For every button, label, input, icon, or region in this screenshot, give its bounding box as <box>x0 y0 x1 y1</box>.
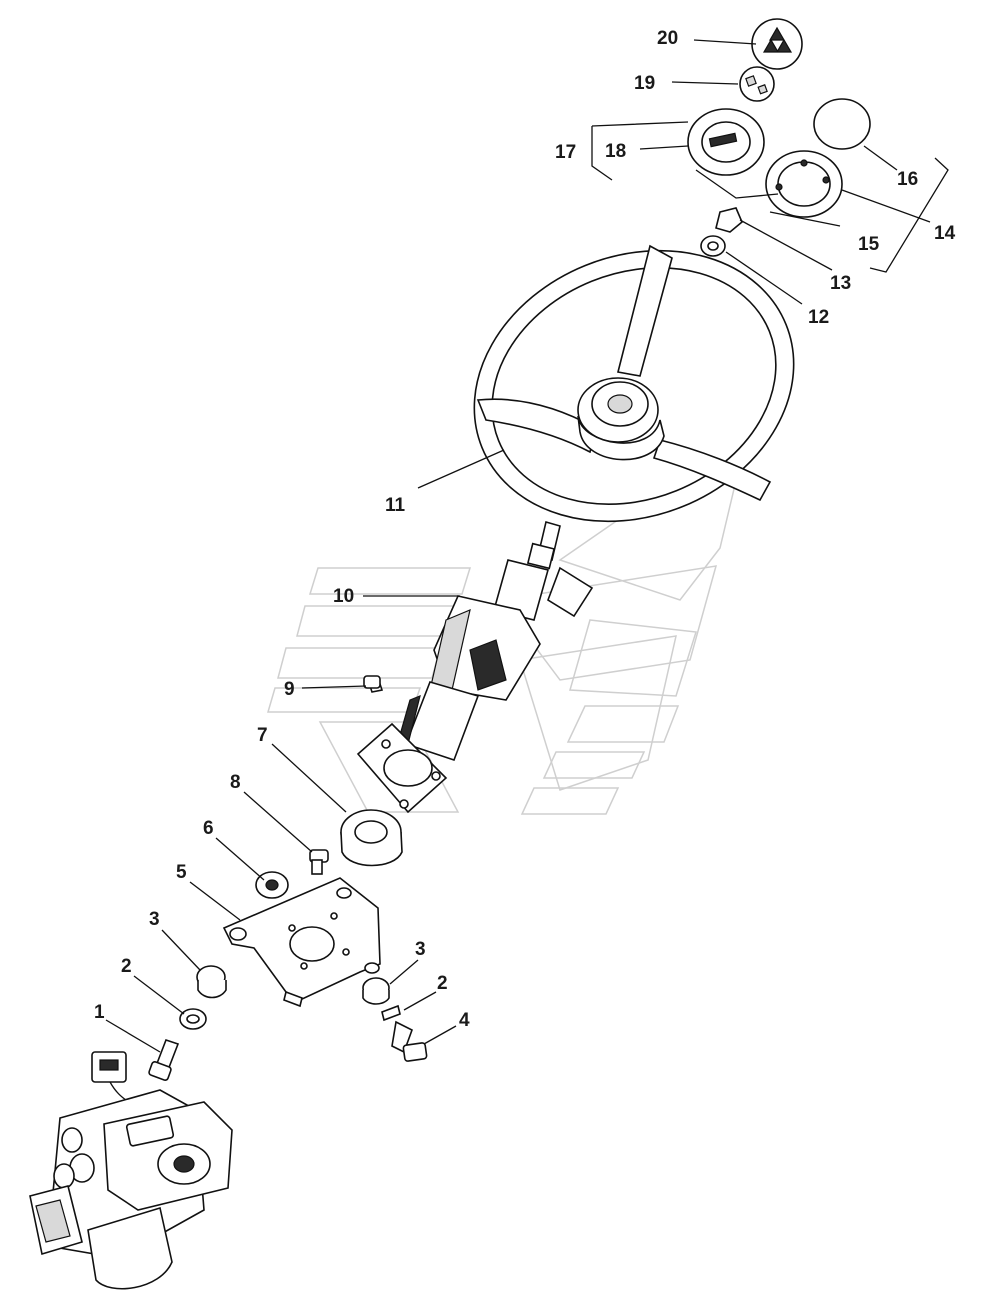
callout-15: 15 <box>858 234 880 255</box>
steering-column <box>356 521 594 814</box>
column-small-parts <box>255 675 403 899</box>
callout-labels: 1 2 3 5 6 8 7 9 10 11 12 13 14 15 16 17 … <box>94 28 956 1031</box>
callout-3b: 3 <box>415 939 426 960</box>
steering-valve-unit <box>29 1051 233 1290</box>
steering-wheel <box>473 244 795 523</box>
callout-2a: 2 <box>121 956 132 977</box>
callout-14: 14 <box>934 223 956 244</box>
callout-7: 7 <box>257 725 268 746</box>
mounting-plate <box>222 877 381 1008</box>
callout-13: 13 <box>830 273 851 294</box>
callout-3a: 3 <box>149 909 160 930</box>
horn-cap-parts <box>687 18 871 257</box>
callout-8: 8 <box>230 772 241 793</box>
callout-18: 18 <box>605 141 626 162</box>
callout-9: 9 <box>284 679 295 700</box>
callout-6: 6 <box>203 818 214 839</box>
callout-17: 17 <box>555 142 576 163</box>
callout-2b: 2 <box>437 973 448 994</box>
callout-20: 20 <box>657 28 678 49</box>
fasteners <box>148 965 428 1081</box>
callout-1: 1 <box>94 1002 105 1023</box>
callout-16: 16 <box>897 169 918 190</box>
callout-12: 12 <box>808 307 829 328</box>
leader-lines <box>105 39 949 1053</box>
callout-11: 11 <box>385 495 406 516</box>
callout-19: 19 <box>634 73 655 94</box>
callout-10: 10 <box>333 586 354 607</box>
callout-5: 5 <box>176 862 187 883</box>
callout-4: 4 <box>459 1010 470 1031</box>
